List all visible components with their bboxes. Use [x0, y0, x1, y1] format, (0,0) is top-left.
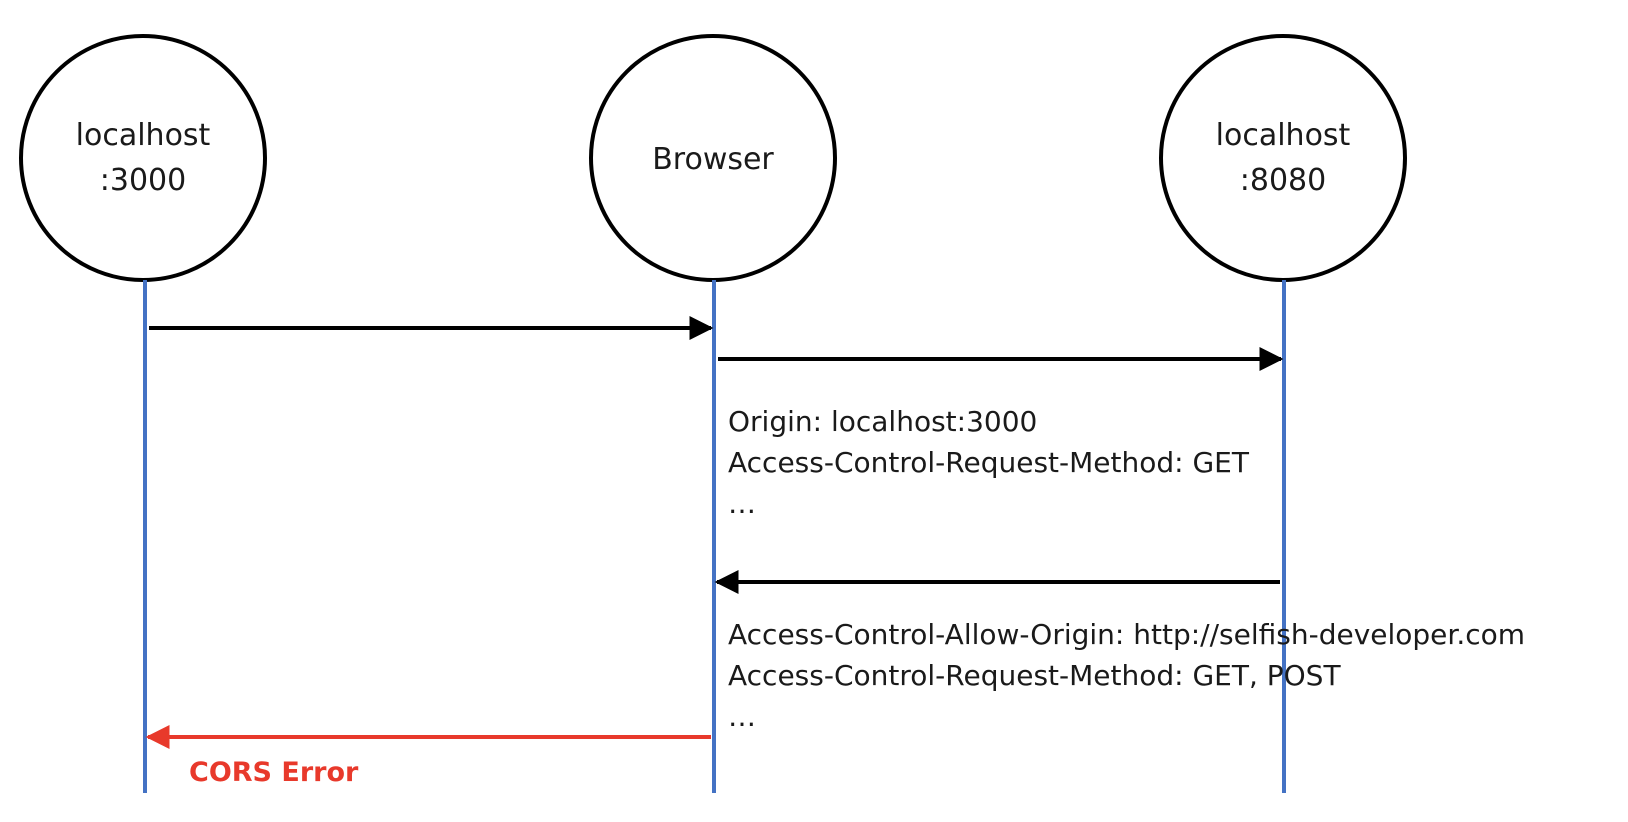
- preflight-request-note: Origin: localhost:3000 Access-Control-Re…: [728, 401, 1249, 524]
- participant-server-line-1: localhost: [1215, 118, 1351, 153]
- preflight-response-line-1: Access-Control-Allow-Origin: http://self…: [728, 618, 1526, 651]
- preflight-response-note: Access-Control-Allow-Origin: http://self…: [728, 614, 1525, 737]
- participant-browser-label: Browser: [598, 137, 828, 182]
- participant-server-line-2: :8080: [1239, 163, 1327, 198]
- preflight-request-line-1: Origin: localhost:3000: [728, 405, 1038, 438]
- participant-browser-line-1: Browser: [652, 142, 774, 177]
- preflight-request-line-3: …: [728, 487, 756, 520]
- preflight-response-line-3: …: [728, 700, 756, 733]
- participant-client-line-2: :3000: [99, 163, 187, 198]
- preflight-request-line-2: Access-Control-Request-Method: GET: [728, 446, 1249, 479]
- participant-server-label: localhost :8080: [1168, 113, 1398, 203]
- participant-client-label: localhost :3000: [28, 113, 258, 203]
- preflight-response-line-2: Access-Control-Request-Method: GET, POST: [728, 659, 1341, 692]
- cors-error-label: CORS Error: [189, 757, 359, 788]
- participant-client-line-1: localhost: [75, 118, 211, 153]
